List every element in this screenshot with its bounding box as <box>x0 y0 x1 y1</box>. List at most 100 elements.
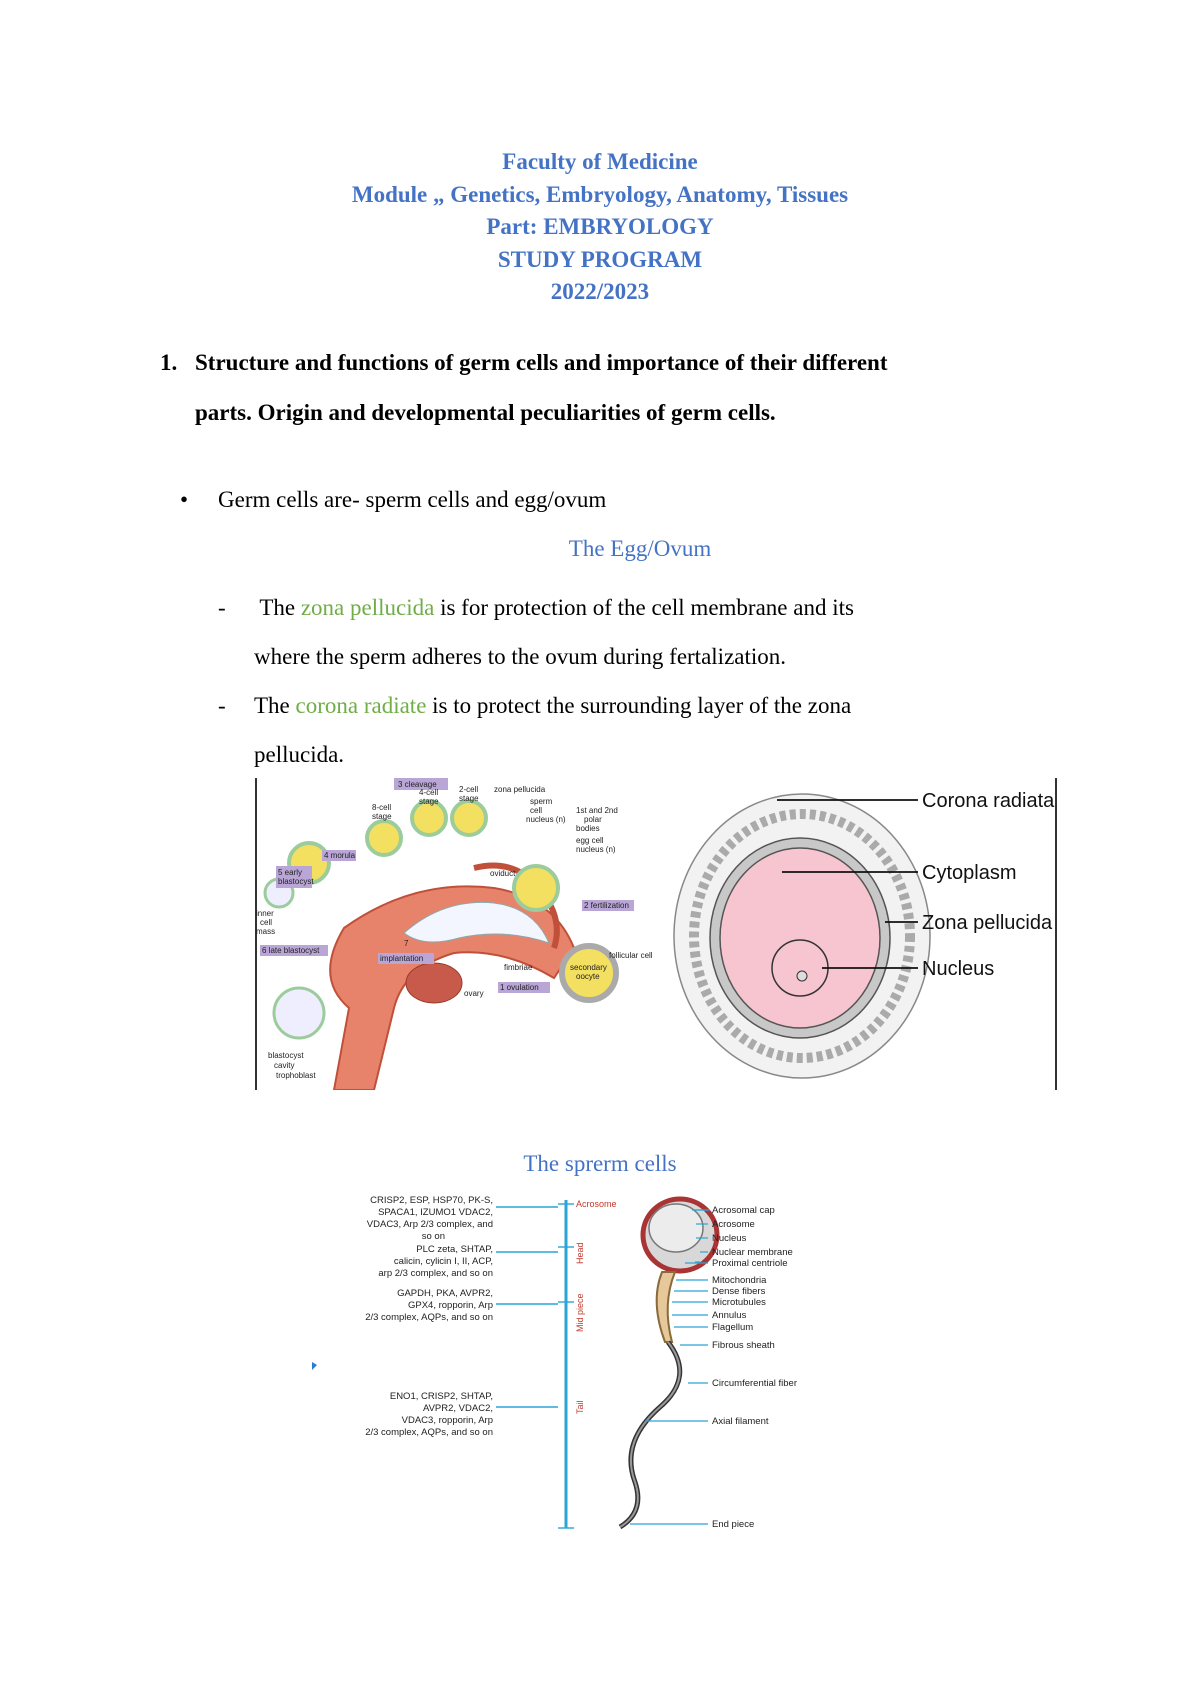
corona-radiate-term: corona radiate <box>295 693 427 718</box>
program-title: STUDY PROGRAM <box>497 246 703 272</box>
label-stage-b: stage <box>459 794 479 803</box>
label-cytoplasm: Cytoplasm <box>922 862 1016 884</box>
label-fimbriae: fimbriae <box>504 963 533 972</box>
right-label-r10: Flagellum <box>712 1322 753 1333</box>
nucleolus <box>796 970 808 982</box>
sperm-figure: Acrosome Head Mid piece Tail CRISP2, ESP… <box>312 1195 797 1530</box>
sperm-midpiece <box>655 1271 677 1343</box>
label-cavity: cavity <box>274 1061 294 1070</box>
left-label-a3: VDAC3, Arp 2/3 complex, and <box>367 1219 493 1230</box>
label-early1: 5 early <box>278 868 302 877</box>
label-ovulation: 1 ovulation <box>500 983 539 992</box>
right-label-r9: Annulus <box>712 1310 747 1321</box>
label-trophoblast: trophoblast <box>276 1071 316 1080</box>
label-early2: blastocyst <box>278 877 314 886</box>
zona-pellucida-item: - The zona pellucida is for protection o… <box>218 583 1048 681</box>
label-egg-nucleus: nucleus (n) <box>576 845 616 854</box>
left-label-c3: 2/3 complex, AQPs, and so on <box>365 1312 493 1323</box>
label-cell2: 2-cell <box>459 785 478 794</box>
left-label-d2: AVPR2, VDAC2, <box>423 1403 493 1414</box>
label-cell: cell <box>530 806 542 815</box>
item-post-1: is to protect the surrounding layer of t… <box>426 693 852 718</box>
four-cell-stage <box>410 799 448 837</box>
secondary-oocyte <box>559 943 619 1003</box>
left-label-b2: calicin, cylicin I, II, ACP, <box>394 1256 493 1267</box>
egg-section-title: The Egg/Ovum <box>568 536 712 561</box>
nucleus-shape <box>771 939 829 997</box>
right-label-r11: Fibrous sheath <box>712 1340 775 1351</box>
zona-pellucida-term: zona pellucida <box>300 595 435 620</box>
document-header: Faculty of Medicine Module „ Genetics, E… <box>0 146 1200 309</box>
item-post-1: is for protection of the cell membrane a… <box>434 595 854 620</box>
region-acrosome: Acrosome <box>576 1199 617 1209</box>
morula-box <box>322 850 356 861</box>
late-blastocyst-box <box>260 945 328 956</box>
label-cell-lbl: cell <box>260 918 272 927</box>
label-oviduct: oviduct <box>490 869 516 878</box>
label-blastocyst: blastocyst <box>268 1051 304 1060</box>
label-secondary: secondary <box>570 963 607 972</box>
sperm-nucleus <box>648 1203 704 1253</box>
question-line-2: parts. Origin and developmental peculiar… <box>195 400 776 425</box>
cytoplasm <box>719 847 881 1029</box>
label-nucleus: Nucleus <box>922 958 994 980</box>
label-mass: mass <box>256 927 275 936</box>
sperm-tail <box>618 1340 683 1530</box>
early-blastocyst-box <box>276 866 312 888</box>
label-cleavage: 3 cleavage <box>398 780 437 789</box>
right-label-r13: Axial filament <box>712 1416 769 1427</box>
question-1: 1. Structure and functions of germ cells… <box>160 338 1060 438</box>
region-head: Head <box>575 1242 585 1264</box>
uterine-cavity <box>403 901 550 944</box>
label-polar2: polar <box>584 815 602 824</box>
item-line-2: where the sperm adheres to the ovum duri… <box>254 644 787 669</box>
right-label-r2: Acrosome <box>712 1219 755 1230</box>
label-follicular: follicular cell <box>609 951 653 960</box>
label-zona-pellucida: Zona pellucida <box>922 912 1053 934</box>
uterus-shape <box>329 885 576 1090</box>
bullet-dot: • <box>180 487 189 512</box>
region-tail: Tail <box>575 1400 585 1414</box>
ovulation-box <box>498 982 550 993</box>
label-late: 6 late blastocyst <box>262 946 320 955</box>
label-seven: 7 <box>404 939 409 948</box>
left-label-d3: VDAC3, ropporin, Arp <box>402 1415 493 1426</box>
right-label-r7: Dense fibers <box>712 1286 766 1297</box>
item-line-1: The corona radiate is to protect the sur… <box>254 681 1048 730</box>
left-label-d4: 2/3 complex, AQPs, and so on <box>365 1427 493 1438</box>
sperm-section-title: The sprerm cells <box>523 1151 677 1176</box>
label-cell4: 4-cell <box>419 788 438 797</box>
fertilization-box <box>582 900 634 911</box>
question-line-1: Structure and functions of germ cells an… <box>195 350 888 375</box>
cleavage-box <box>394 778 448 790</box>
region-midpiece: Mid piece <box>575 1293 585 1332</box>
right-label-r14: End piece <box>712 1519 754 1530</box>
right-label-r6: Mitochondria <box>712 1275 767 1286</box>
module-title: Module „ Genetics, Embryology, Anatomy, … <box>351 181 849 207</box>
part-title: Part: EMBRYOLOGY <box>486 214 714 239</box>
implantation-box <box>378 953 434 964</box>
fertilized-egg <box>512 864 560 912</box>
left-label-a2: SPACA1, IZUMO1 VDAC2, <box>378 1207 493 1218</box>
left-label-a1: CRISP2, ESP, HSP70, PK-S, <box>370 1195 493 1206</box>
faculty-title: Faculty of Medicine <box>502 149 698 174</box>
label-fertilization: 2 fertilization <box>584 901 629 910</box>
year-title: 2022/2023 <box>550 279 650 304</box>
label-nucleus-n: nucleus (n) <box>526 815 566 824</box>
item-line-2: pellucida. <box>254 742 345 767</box>
left-label-a4: so on <box>422 1231 445 1242</box>
label-polar1: 1st and 2nd <box>576 806 618 815</box>
ovary-shape <box>405 962 463 1004</box>
left-label-d1: ENO1, CRISP2, SHTAP, <box>390 1391 493 1402</box>
label-zona: zona pellucida <box>494 785 546 794</box>
item-pre: The <box>254 595 301 620</box>
question-number: 1. <box>160 350 178 375</box>
item-pre: The <box>254 693 296 718</box>
left-label-c2: GPX4, ropporin, Arp <box>408 1300 493 1311</box>
label-stage-a: stage <box>419 797 439 806</box>
left-label-c1: GAPDH, PKA, AVPR2, <box>397 1288 493 1299</box>
left-label-b3: arp 2/3 complex, and so on <box>378 1268 493 1279</box>
label-stage-c: stage <box>372 812 392 821</box>
corona-cells <box>689 809 915 1063</box>
right-label-r8: Microtubules <box>712 1297 766 1308</box>
